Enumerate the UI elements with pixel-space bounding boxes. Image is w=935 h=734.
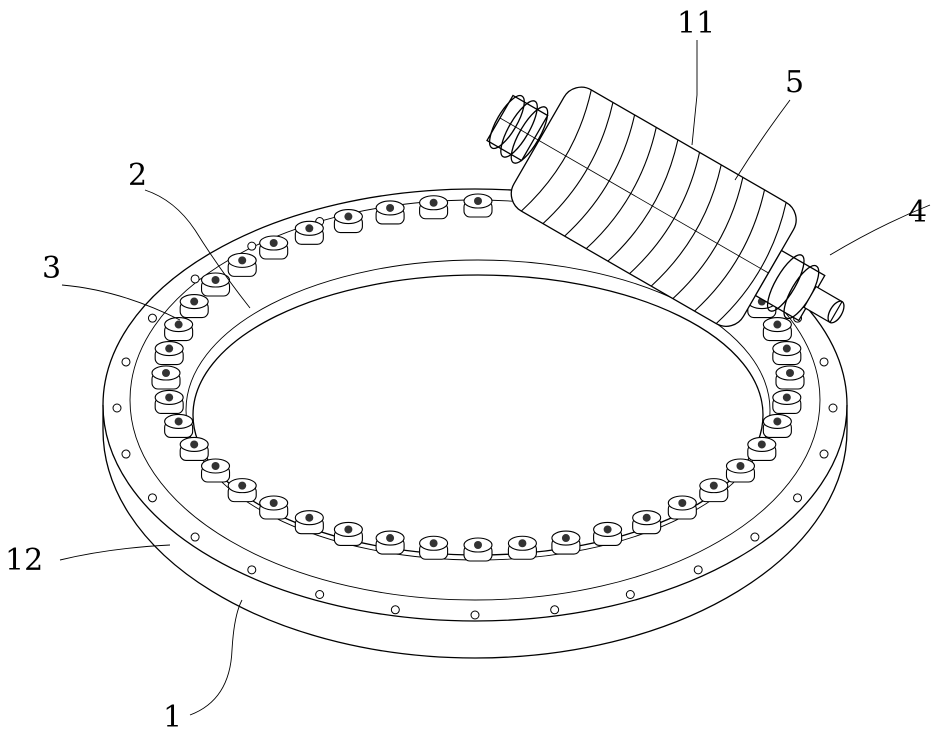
roller — [180, 437, 208, 460]
roller — [726, 459, 754, 482]
roller — [376, 201, 404, 224]
roller — [155, 342, 183, 365]
roller — [180, 295, 208, 318]
roller — [260, 236, 288, 259]
roller — [295, 511, 323, 534]
label-1: 1 — [163, 700, 182, 734]
roller — [776, 366, 804, 389]
mounting-hole — [820, 358, 828, 366]
roller — [700, 479, 728, 502]
roller — [295, 221, 323, 244]
mounting-hole — [316, 591, 324, 599]
roller — [334, 210, 362, 233]
roller — [594, 522, 622, 545]
roller — [165, 414, 193, 437]
roller — [260, 496, 288, 519]
roller — [420, 536, 448, 559]
mounting-hole — [122, 358, 130, 366]
roller — [228, 253, 256, 276]
roller — [165, 318, 193, 341]
roller — [155, 390, 183, 413]
mounting-hole — [248, 242, 256, 250]
roller — [202, 459, 230, 482]
mounting-hole — [820, 450, 828, 458]
label-11: 11 — [677, 6, 715, 41]
roller — [773, 342, 801, 365]
roller — [420, 196, 448, 219]
roller — [376, 531, 404, 554]
roller — [202, 273, 230, 296]
mounting-hole — [471, 611, 479, 619]
mounting-hole — [391, 606, 399, 614]
roller — [552, 531, 580, 554]
label-12: 12 — [5, 543, 43, 578]
roller — [748, 437, 776, 460]
mounting-hole — [794, 494, 802, 502]
label-4: 4 — [908, 195, 927, 230]
roller — [228, 479, 256, 502]
roller — [464, 538, 492, 561]
roller — [334, 522, 362, 545]
worm-assembly — [463, 56, 876, 375]
roller — [464, 194, 492, 217]
mounting-hole — [248, 566, 256, 574]
roller — [773, 390, 801, 413]
roller — [633, 511, 661, 534]
mounting-hole — [148, 494, 156, 502]
roller — [152, 366, 180, 389]
roller — [763, 414, 791, 437]
mounting-hole — [829, 404, 837, 412]
roller — [668, 496, 696, 519]
roller — [508, 536, 536, 559]
roller — [763, 318, 791, 341]
mounting-hole — [626, 591, 634, 599]
label-3: 3 — [42, 251, 61, 286]
label-5: 5 — [785, 65, 804, 100]
mounting-hole — [694, 566, 702, 574]
mounting-hole — [148, 314, 156, 322]
mounting-hole — [751, 533, 759, 541]
mounting-hole — [551, 606, 559, 614]
mounting-hole — [191, 275, 199, 283]
mounting-hole — [191, 533, 199, 541]
label-2: 2 — [128, 158, 147, 193]
mounting-hole — [113, 404, 121, 412]
mounting-hole — [122, 450, 130, 458]
